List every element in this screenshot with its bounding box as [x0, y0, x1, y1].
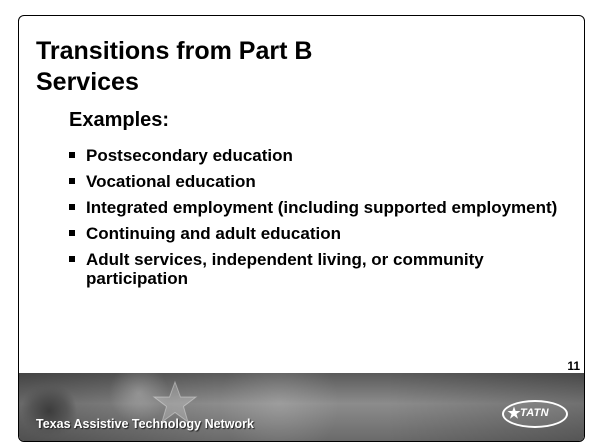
- logo-text: TATN: [520, 407, 549, 419]
- bullet-item-postsecondary: Postsecondary education: [68, 146, 568, 165]
- slide-subheading: Examples:: [69, 109, 170, 131]
- footer-banner: Texas Assistive Technology Network TATN: [19, 373, 584, 441]
- bullet-text: Adult services, independent living, or c…: [86, 250, 484, 288]
- page-number: 11: [567, 359, 580, 373]
- bullet-item-continuing: Continuing and adult education: [68, 224, 568, 243]
- bullet-text: Vocational education: [86, 172, 256, 191]
- slide-frame: Transitions from Part B Services Example…: [18, 15, 585, 442]
- bullet-square-icon: [69, 230, 75, 236]
- footer-network-name: Texas Assistive Technology Network: [36, 417, 254, 431]
- bullet-text: Continuing and adult education: [86, 224, 341, 243]
- bullet-square-icon: [69, 204, 75, 210]
- bullet-item-employment: Integrated employment (including support…: [68, 198, 568, 217]
- bullet-square-icon: [69, 178, 75, 184]
- bullet-item-adult-services: Adult services, independent living, or c…: [68, 250, 568, 288]
- footer-star-icon: [152, 380, 198, 424]
- footer-photo-texture: [19, 373, 584, 441]
- bullet-text: Integrated employment (including support…: [86, 198, 558, 217]
- bullet-item-vocational: Vocational education: [68, 172, 568, 191]
- bullet-text: Postsecondary education: [86, 146, 293, 165]
- tatn-logo: TATN: [502, 400, 568, 428]
- bullet-square-icon: [69, 152, 75, 158]
- bullet-square-icon: [69, 256, 75, 262]
- bullet-list: Postsecondary education Vocational educa…: [68, 146, 568, 295]
- star-icon: [507, 406, 521, 419]
- slide-title: Transitions from Part B Services: [36, 37, 313, 96]
